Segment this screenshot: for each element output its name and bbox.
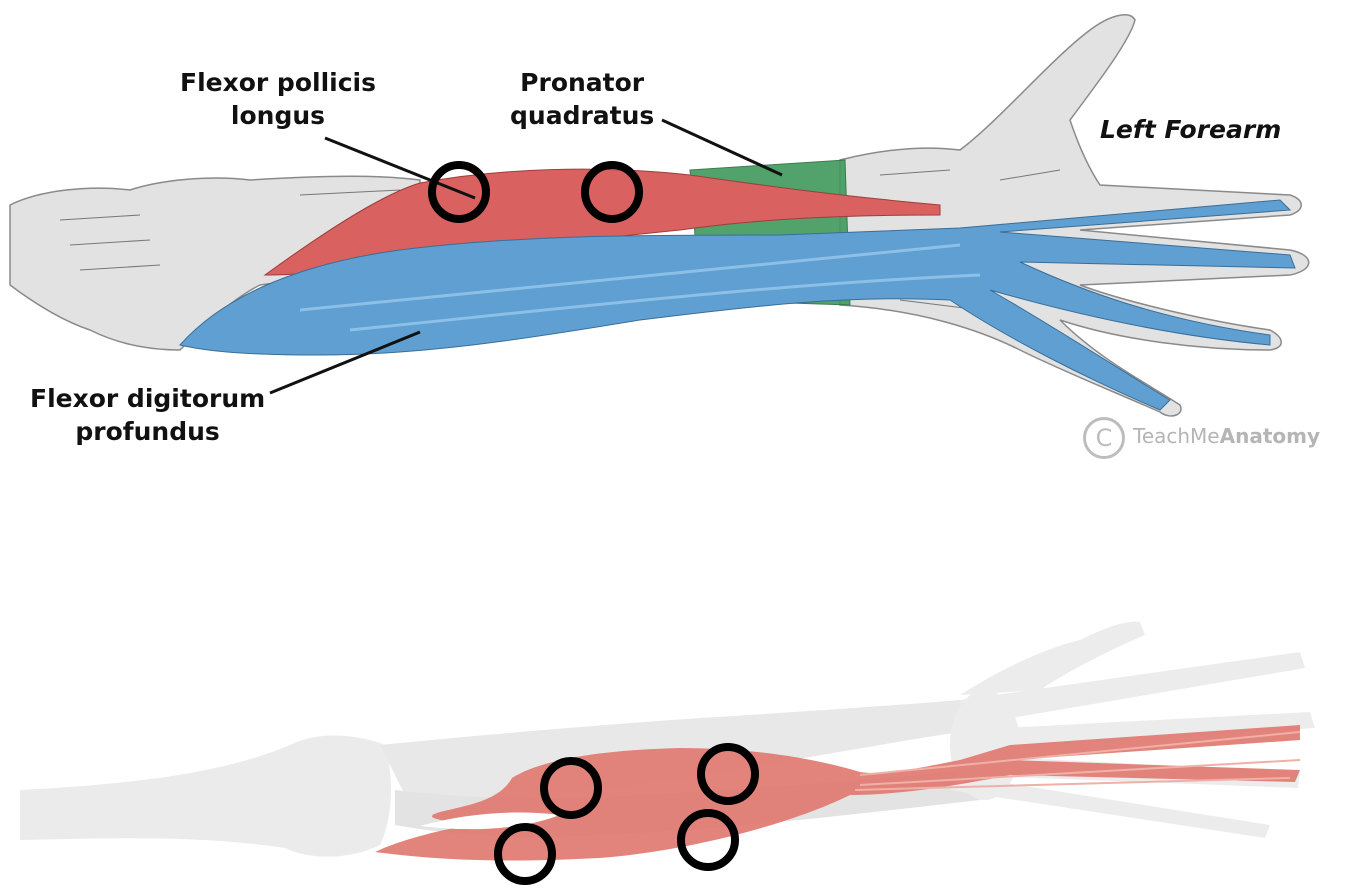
marker-ring [498, 827, 552, 881]
label-line: Pronator [510, 66, 654, 99]
watermark-light: TeachMe [1133, 424, 1220, 448]
label-line: Flexor digitorum [30, 382, 265, 415]
watermark-bold: Anatomy [1220, 424, 1320, 448]
pronator-quadratus-label: Pronator quadratus [510, 66, 654, 132]
label-line: profundus [30, 415, 265, 448]
diagram-title: Left Forearm [1100, 115, 1281, 144]
marker-ring [701, 747, 755, 801]
marker-ring [681, 813, 735, 867]
hand-bones [950, 622, 1315, 838]
pq-leader-line [662, 120, 782, 175]
copyright-icon: C [1083, 417, 1125, 459]
flexor-digitorum-profundus-3d [375, 725, 1300, 860]
watermark-text: TeachMeAnatomy [1133, 424, 1320, 448]
forearm-bones [380, 700, 975, 805]
flexor-digitorum-profundus-label: Flexor digitorum profundus [30, 382, 265, 448]
label-line: quadratus [510, 99, 654, 132]
flexor-pollicis-longus-label: Flexor pollicis longus [180, 66, 376, 132]
label-line: longus [180, 99, 376, 132]
marker-ring [544, 761, 598, 815]
label-line: Flexor pollicis [180, 66, 376, 99]
humerus-bone [20, 736, 391, 857]
